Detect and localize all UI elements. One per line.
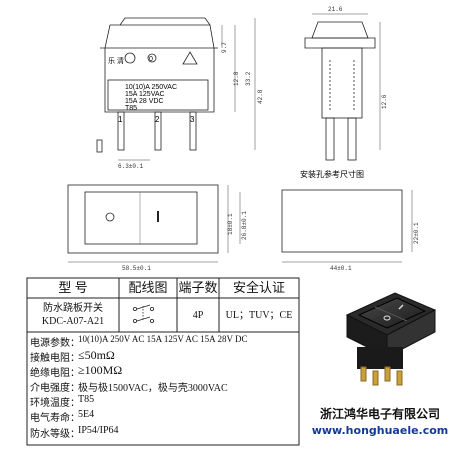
terminal-count: 4P [192,310,204,321]
front-rating-2: 15A 125VAC [125,91,165,98]
front-clip-left [96,139,103,153]
top-view-off-mark [105,212,115,222]
dim-9-7: 9.7 [221,42,228,53]
side-terminal-b [347,117,357,161]
spec-value-power: 10(10)A 250V AC 15A 125V AC 15A 28V DC [78,334,248,344]
spec-value-life: 5E4 [78,409,95,420]
front-warning-icon [182,51,198,65]
certification-value: UL；TUV；CE [225,310,293,321]
spec-value-insulation: ≥100MΩ [78,363,123,377]
panel-cutout-title: 安装孔参考尺寸图 [300,169,364,179]
spec-label-contact-resistance: 接触电阻： [30,353,80,364]
spec-label-insulation: 绝缘电阻： [30,368,80,379]
table-header-model: 型 号 [58,280,88,295]
top-view-flange [67,184,219,254]
dim-42-8: 42.8 [257,89,264,104]
dim-26-8: 26.8±0.1 [241,211,248,240]
table-header-terminals: 端子数 [178,280,218,295]
dim-6-3: 6.3±0.1 [118,163,144,170]
terminal-3 [189,111,197,151]
front-logo-icon [124,52,136,64]
front-rating-3: 15A 28 VDC [125,98,164,105]
side-body [321,47,363,119]
table-header-certification: 安全认证 [232,280,285,295]
company-website[interactable]: www.honghuaele.com [311,424,449,437]
front-brand: 乐 清 [108,56,124,65]
spec-label-life: 电气寿命： [30,413,80,424]
terminal-label-3: 3 [190,115,195,124]
terminal-label-2: 2 [155,115,160,124]
front-rating-1: 10(10)A 250VAC [125,84,177,91]
front-rating-4: T85 [125,105,137,112]
dim-44: 44±0.1 [330,265,352,272]
dim-21-6: 21.6 [328,6,343,13]
side-terminal-a [325,117,335,161]
side-rocker [311,21,369,39]
dim-18: 18±0.1 [227,213,234,235]
wiring-diagram [132,304,154,323]
company-name: 浙江鸿华电子有限公司 [319,407,440,421]
spec-label-power: 电源参数： [30,338,80,349]
dim-58-5: 58.5±0.1 [122,265,151,272]
product-photo [345,292,437,386]
spec-label-dielectric: 介电强度： [30,383,80,394]
spec-label-temperature: 环境温度： [30,398,80,409]
spec-value-temperature: T85 [78,394,95,405]
model-line-2: KDC-A07-A21 [41,316,105,327]
dim-12-6: 12.6 [381,94,388,109]
table-header-wiring: 配线图 [128,280,168,295]
spec-label-waterproof: 防水等级： [30,429,80,440]
spec-value-contact-resistance: ≤50mΩ [78,348,115,362]
front-label-plate [107,79,209,111]
model-line-1: 防水跷板开关 [43,303,103,314]
terminal-2 [154,111,162,151]
spec-value-dielectric: 极与极1500VAC，极与壳3000VAC [78,383,228,394]
top-view-rocker [84,191,198,245]
terminal-1 [117,111,125,151]
dim-33-2: 33.2 [245,71,252,86]
spec-value-waterproof: IP54/IP64 [78,425,119,436]
model-name: 防水跷板开关 KDC-A07-A21 [27,302,119,328]
front-rocker-top [119,17,211,26]
technical-drawing: 乐 清 0 10(10)A 250VAC 15A 125VAC 15A 28 V… [67,6,420,272]
dim-22: 22±0.1 [413,222,420,244]
front-led-mark: 0 [149,56,153,63]
front-led-circle [147,53,157,63]
dim-12-8: 12.8 [233,71,240,86]
terminal-label-1: 1 [118,115,123,124]
panel-cutout-rect [281,189,403,253]
